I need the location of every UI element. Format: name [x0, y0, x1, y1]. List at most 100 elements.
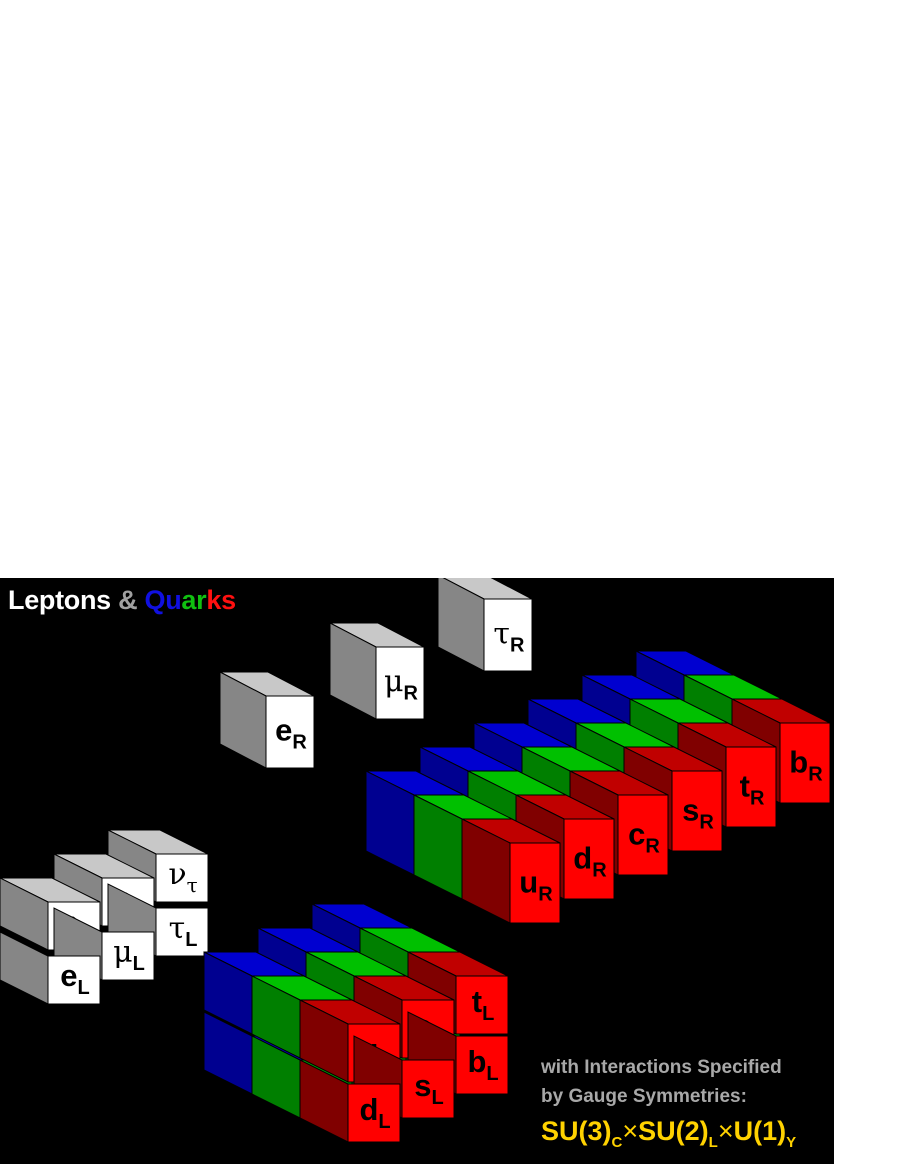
- lepton-singlet-2-label: μR: [384, 665, 419, 705]
- quark-singlet-6-red-front-face: [779, 722, 831, 804]
- gauge-u1: U(1): [733, 1116, 787, 1146]
- lepton-singlet-2-label-base: μ: [384, 665, 404, 700]
- gauge-su2-sub: L: [708, 1134, 718, 1151]
- title-leptons: Leptons: [8, 585, 111, 615]
- quark-singlet-1-red-label-sub: R: [538, 884, 553, 906]
- lepton-doublet-1-lower-front-face: [47, 955, 101, 1005]
- lepton-doublet-2-lower-label-base: μ: [113, 935, 133, 970]
- lepton-singlet-2-label-sub: R: [403, 683, 418, 705]
- quark-singlet-4-red-front-face: [671, 770, 723, 852]
- lepton-doublet-3-lower-label-base: τ: [169, 911, 186, 946]
- quark-singlet-4-red-label: sR: [682, 793, 714, 834]
- quark-doublet-2-lower-red-label-base: s: [414, 1068, 431, 1103]
- quark-singlet-1-red-front-face: [509, 842, 561, 924]
- quark-doublet-3-upper-red-label: tL: [472, 984, 495, 1025]
- lepton-singlet-1-label-sub: R: [292, 732, 307, 754]
- lepton-singlet-1-label-base: e: [275, 713, 292, 748]
- gauge-su3-sub: C: [611, 1134, 623, 1151]
- lepton-singlet-1: eR: [219, 671, 315, 769]
- quark-doublet-3-lower-red-label-base: b: [467, 1044, 486, 1079]
- title-quarks: Quarks: [144, 585, 237, 615]
- title-quarks-part-1: Qu: [144, 585, 182, 615]
- lepton-singlet-3: τR: [437, 578, 533, 672]
- title-quarks-part-2: ar: [181, 585, 207, 615]
- quark-singlet-3-red-label-sub: R: [645, 836, 660, 858]
- quark-doublet-1-upper-red: uL: [299, 999, 401, 1083]
- lepton-singlet-3-label-sub: R: [510, 635, 525, 657]
- quark-singlet-2-red-label-sub: R: [592, 860, 607, 882]
- quark-singlet-3-red-label: cR: [628, 817, 660, 858]
- lepton-singlet-2: μR: [329, 622, 425, 720]
- gauge-u1-sub: Y: [786, 1134, 797, 1151]
- gauge-times-1: ×: [622, 1116, 639, 1146]
- lepton-doublet-2-lower-front-face: [101, 931, 155, 981]
- quark-doublet-1-lower-red-label-base: d: [359, 1092, 378, 1127]
- lepton-doublet-3-upper-label-sub: τ: [187, 873, 198, 897]
- quark-singlet-6-red-label-base: b: [789, 745, 808, 780]
- quark-singlet-5-red-label-sub: R: [750, 788, 765, 810]
- note-line-1: with Interactions Specified: [541, 1057, 782, 1078]
- quark-doublet-3-lower-red-front-face: [455, 1035, 509, 1095]
- quark-singlet-1-red: uR: [461, 818, 561, 924]
- lepton-doublet-2-lower-label-sub: L: [133, 953, 145, 975]
- gauge-su2: SU(2): [638, 1116, 709, 1146]
- quark-singlet-1-red-label: uR: [519, 865, 553, 906]
- quark-doublet-3-lower-red-label-sub: L: [486, 1063, 498, 1085]
- lepton-doublet-3-upper-label: ντ: [168, 857, 197, 897]
- quark-singlet-3-red-front-face: [617, 794, 669, 876]
- title-amp: &: [118, 585, 138, 615]
- lepton-doublet-3-lower-label: τL: [169, 911, 198, 951]
- quark-singlet-2-red-label-base: d: [573, 841, 592, 876]
- quark-doublet-1-lower-red-label: dL: [359, 1092, 390, 1133]
- lepton-doublet-1-lower-label-base: e: [60, 958, 77, 993]
- lepton-doublet-3-upper-label-base: ν: [168, 857, 186, 892]
- quark-doublet-3-upper-red-front-face: [455, 975, 509, 1035]
- quark-doublets: tLcLuLbLsLdL: [203, 903, 509, 1143]
- quark-singlet-3-red-label-base: c: [628, 817, 645, 852]
- lepton-singlet-1-label: eR: [275, 713, 307, 754]
- quark-doublet-3-lower-red-label: bL: [467, 1044, 498, 1085]
- lepton-singlet-1-front-face: [265, 695, 315, 769]
- gauge-group-formula: SU(3)C×SU(2)L×U(1)Y: [541, 1116, 796, 1151]
- quark-singlet-5-red-label: tR: [740, 769, 765, 810]
- lepton-singlet-3-front-face: [483, 598, 533, 672]
- quark-doublet-2-lower-red-front-face: [401, 1059, 455, 1119]
- lepton-doublet-1-lower-label-sub: L: [78, 977, 90, 999]
- lepton-doublet-1-lower: eL: [0, 931, 101, 1005]
- quark-singlet-2-red-label: dR: [573, 841, 607, 882]
- quark-doublet-1-lower-red: dL: [299, 1059, 401, 1143]
- lepton-doublet-3-upper-front-face: [155, 853, 209, 903]
- quark-doublet-1-lower-red-label-sub: L: [378, 1111, 390, 1133]
- lepton-singlet-2-front-face: [375, 646, 425, 720]
- title-quarks-part-3: ks: [206, 585, 236, 615]
- quark-singlet-5-red-front-face: [725, 746, 777, 828]
- lepton-doublet-2-lower: μL: [53, 907, 155, 981]
- quark-doublet-1-lower-red-front-face: [347, 1083, 401, 1143]
- lepton-singlet-3-label: τR: [493, 617, 525, 657]
- note-line-2: by Gauge Symmetries:: [541, 1086, 747, 1107]
- quark-singlet-5-red-label-base: t: [740, 769, 750, 804]
- quark-doublet-3-upper-red-label-sub: L: [482, 1003, 494, 1025]
- quark-singlet-6-red-label-sub: R: [808, 764, 823, 786]
- lepton-doublets: ντνμνeτLμLeL: [0, 829, 209, 1005]
- lepton-singlet-3-label-base: τ: [493, 617, 510, 652]
- lepton-doublet-3-lower-label-sub: L: [185, 929, 197, 951]
- quark-doublet-3-upper-red-label-base: t: [472, 984, 482, 1019]
- quark-singlet-4-red-label-sub: R: [699, 812, 714, 834]
- lepton-doublet-3-lower-front-face: [155, 907, 209, 957]
- quark-doublet-2-lower-red-label-sub: L: [432, 1087, 444, 1109]
- gauge-su3: SU(3): [541, 1116, 612, 1146]
- lepton-doublet-2-lower-label: μL: [113, 935, 145, 975]
- quark-singlet-6-red-label: bR: [789, 745, 823, 786]
- quark-singlet-1-red-label-base: u: [519, 865, 538, 900]
- gauge-times-2: ×: [717, 1116, 734, 1146]
- diagram-title: Leptons & Quarks: [8, 585, 236, 616]
- lepton-doublet-1-lower-label: eL: [60, 958, 89, 999]
- quark-doublet-2-lower-red-label: sL: [414, 1068, 443, 1109]
- quark-singlet-4-red-label-base: s: [682, 793, 699, 828]
- quark-singlet-2-red-front-face: [563, 818, 615, 900]
